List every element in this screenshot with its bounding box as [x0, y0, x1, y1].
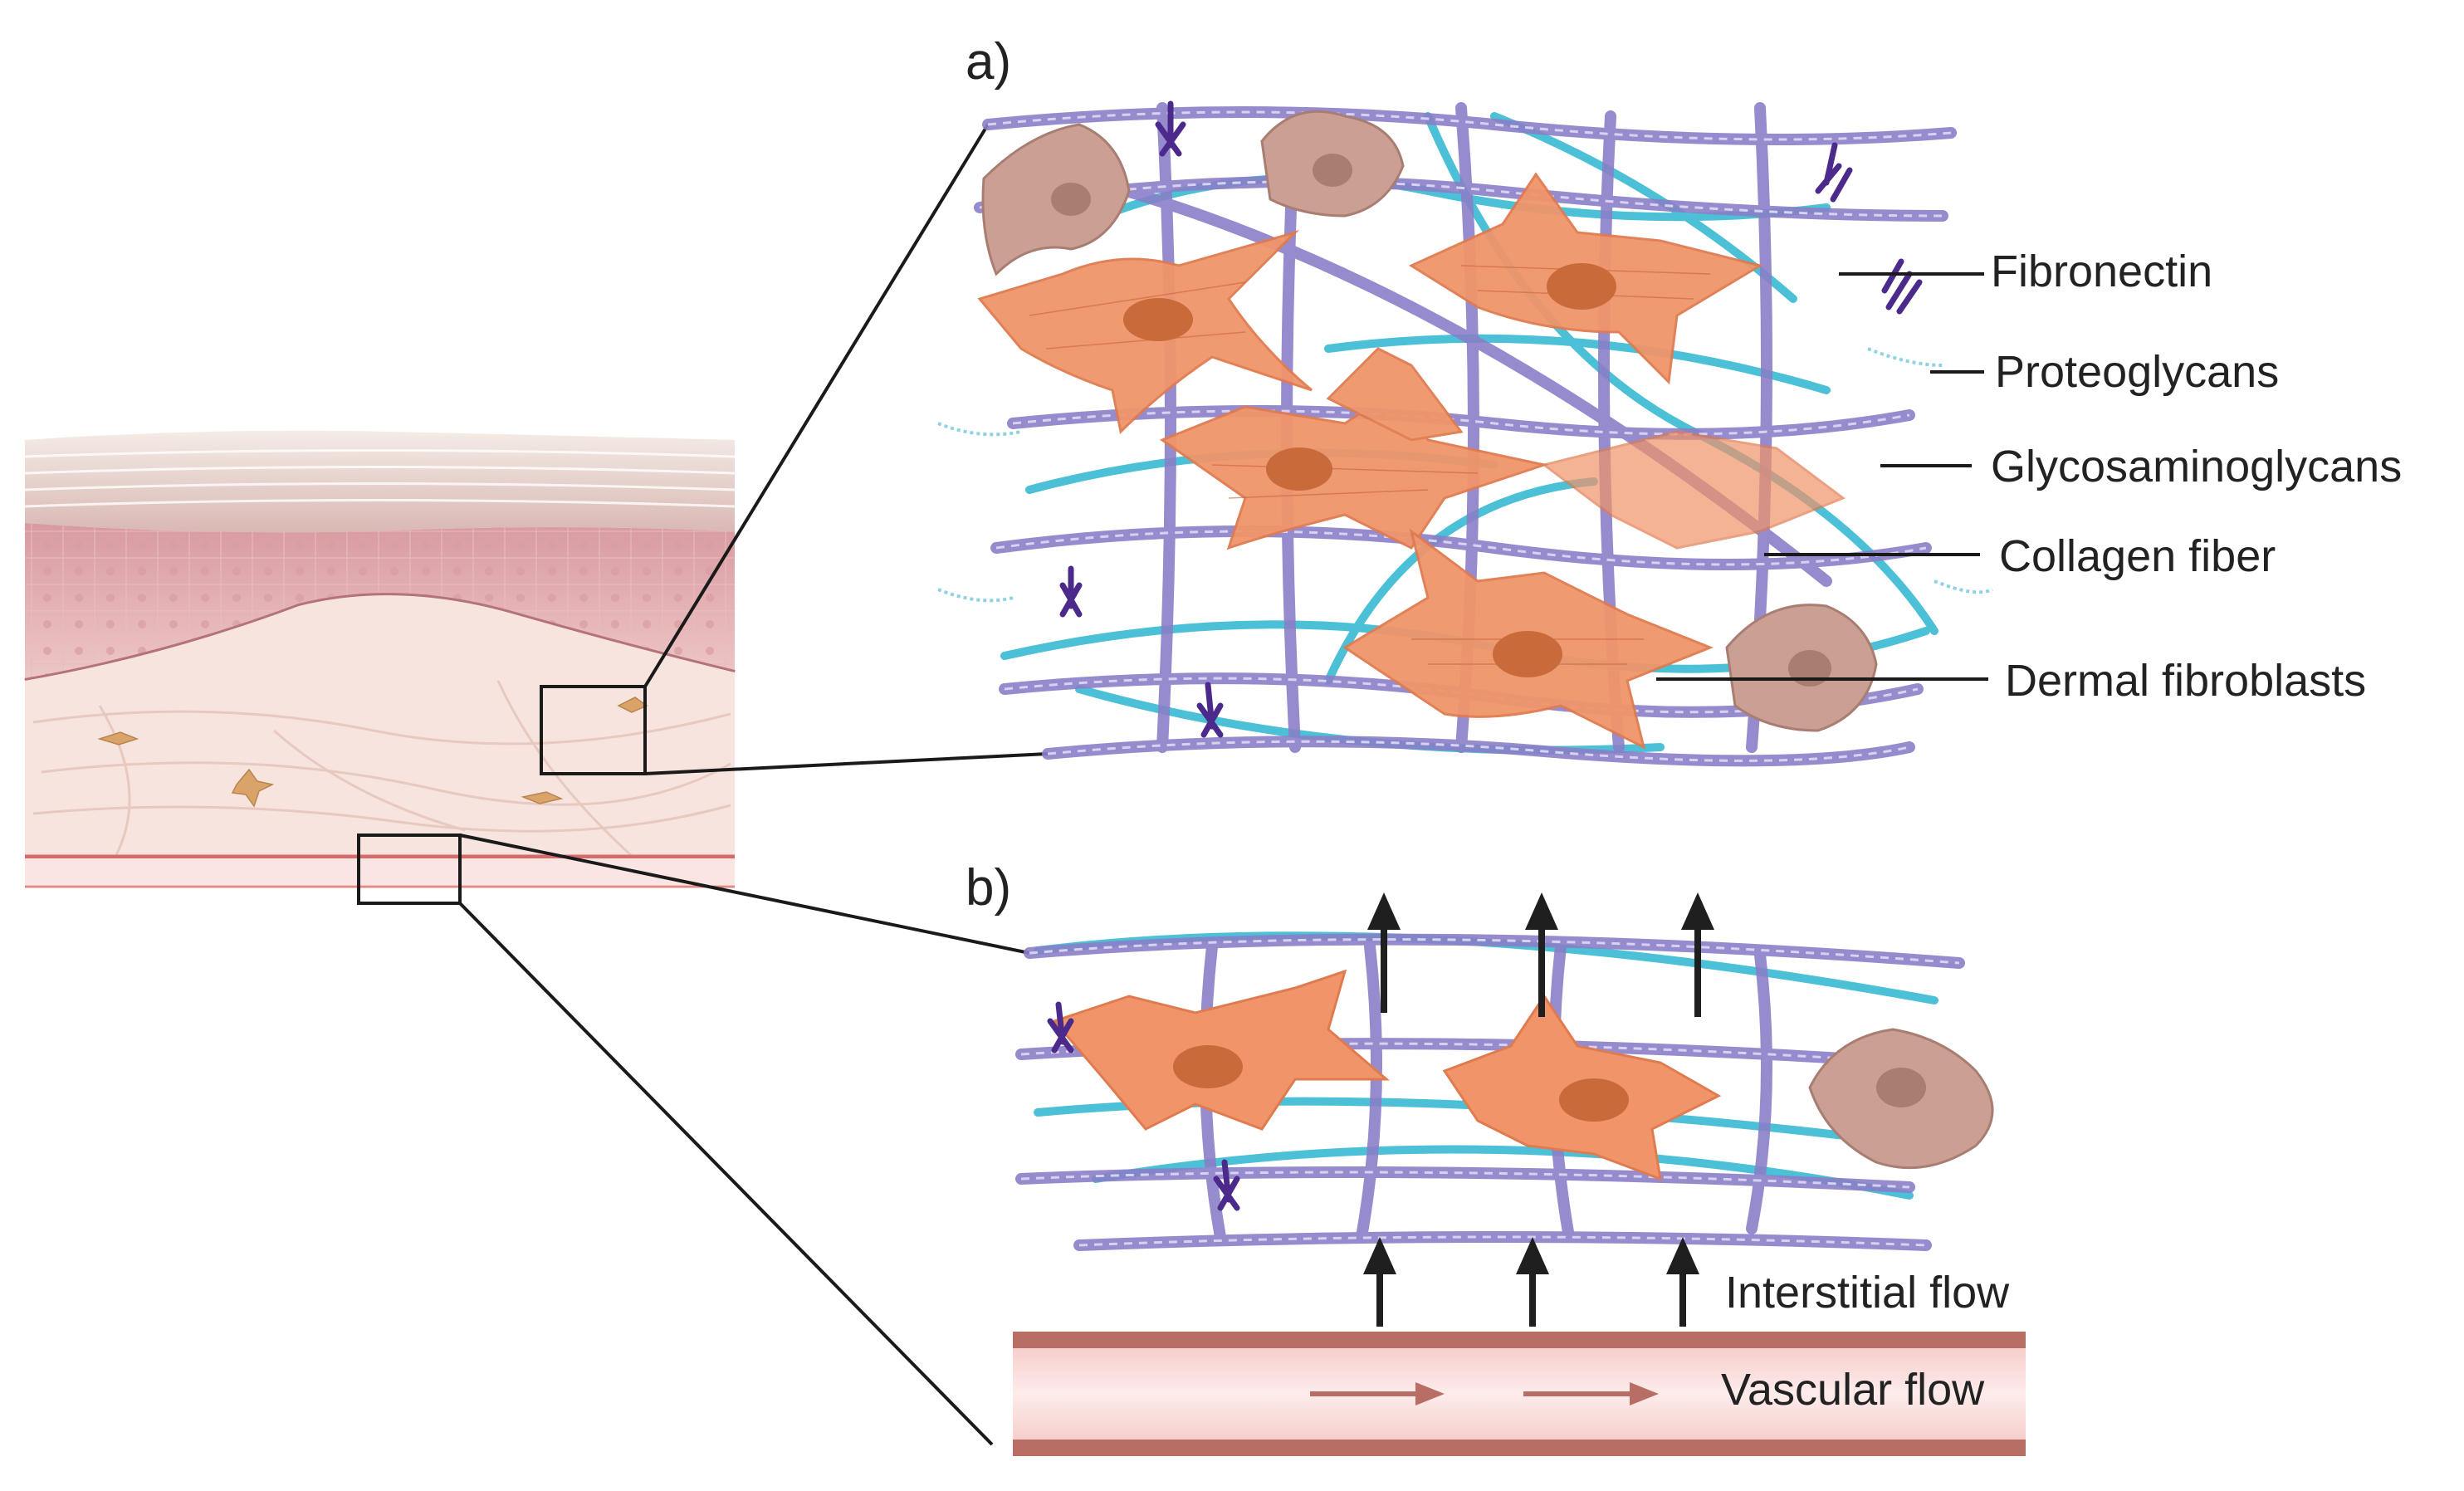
panel-a-letter: a) — [966, 33, 1011, 90]
panel-b-letter: b) — [966, 859, 1011, 917]
label-collagen-fiber: Collagen fiber — [1999, 531, 2276, 581]
panel-a-leaders — [1656, 272, 1988, 681]
zoom-box-b — [357, 833, 462, 905]
label-fibronectin: Fibronectin — [1991, 247, 2212, 296]
blood-vessel — [1013, 1332, 2026, 1456]
skin-cross-section — [24, 430, 736, 905]
zoom-box-a — [540, 685, 647, 775]
fibronectin-molecules — [1059, 100, 1923, 738]
panel-b-interstitial — [1013, 892, 2026, 1456]
proteoglycan-strands — [937, 347, 1993, 603]
zoom-connectors — [458, 123, 1049, 1446]
label-vascular-flow: Vascular flow — [1721, 1365, 1985, 1415]
label-proteoglycans: Proteoglycans — [1995, 347, 2279, 397]
vascular-flow-arrows — [1310, 1382, 1659, 1405]
panel-a-ecm — [937, 100, 1993, 767]
label-dermal-fibroblasts: Dermal fibroblasts — [2005, 656, 2366, 706]
dermal-fibroblasts — [977, 172, 1846, 750]
interstitial-flow-arrows — [1363, 892, 1714, 1327]
label-glycosaminoglycans: Glycosaminoglycans — [1991, 442, 2402, 491]
label-interstitial-flow: Interstitial flow — [1725, 1268, 2010, 1317]
